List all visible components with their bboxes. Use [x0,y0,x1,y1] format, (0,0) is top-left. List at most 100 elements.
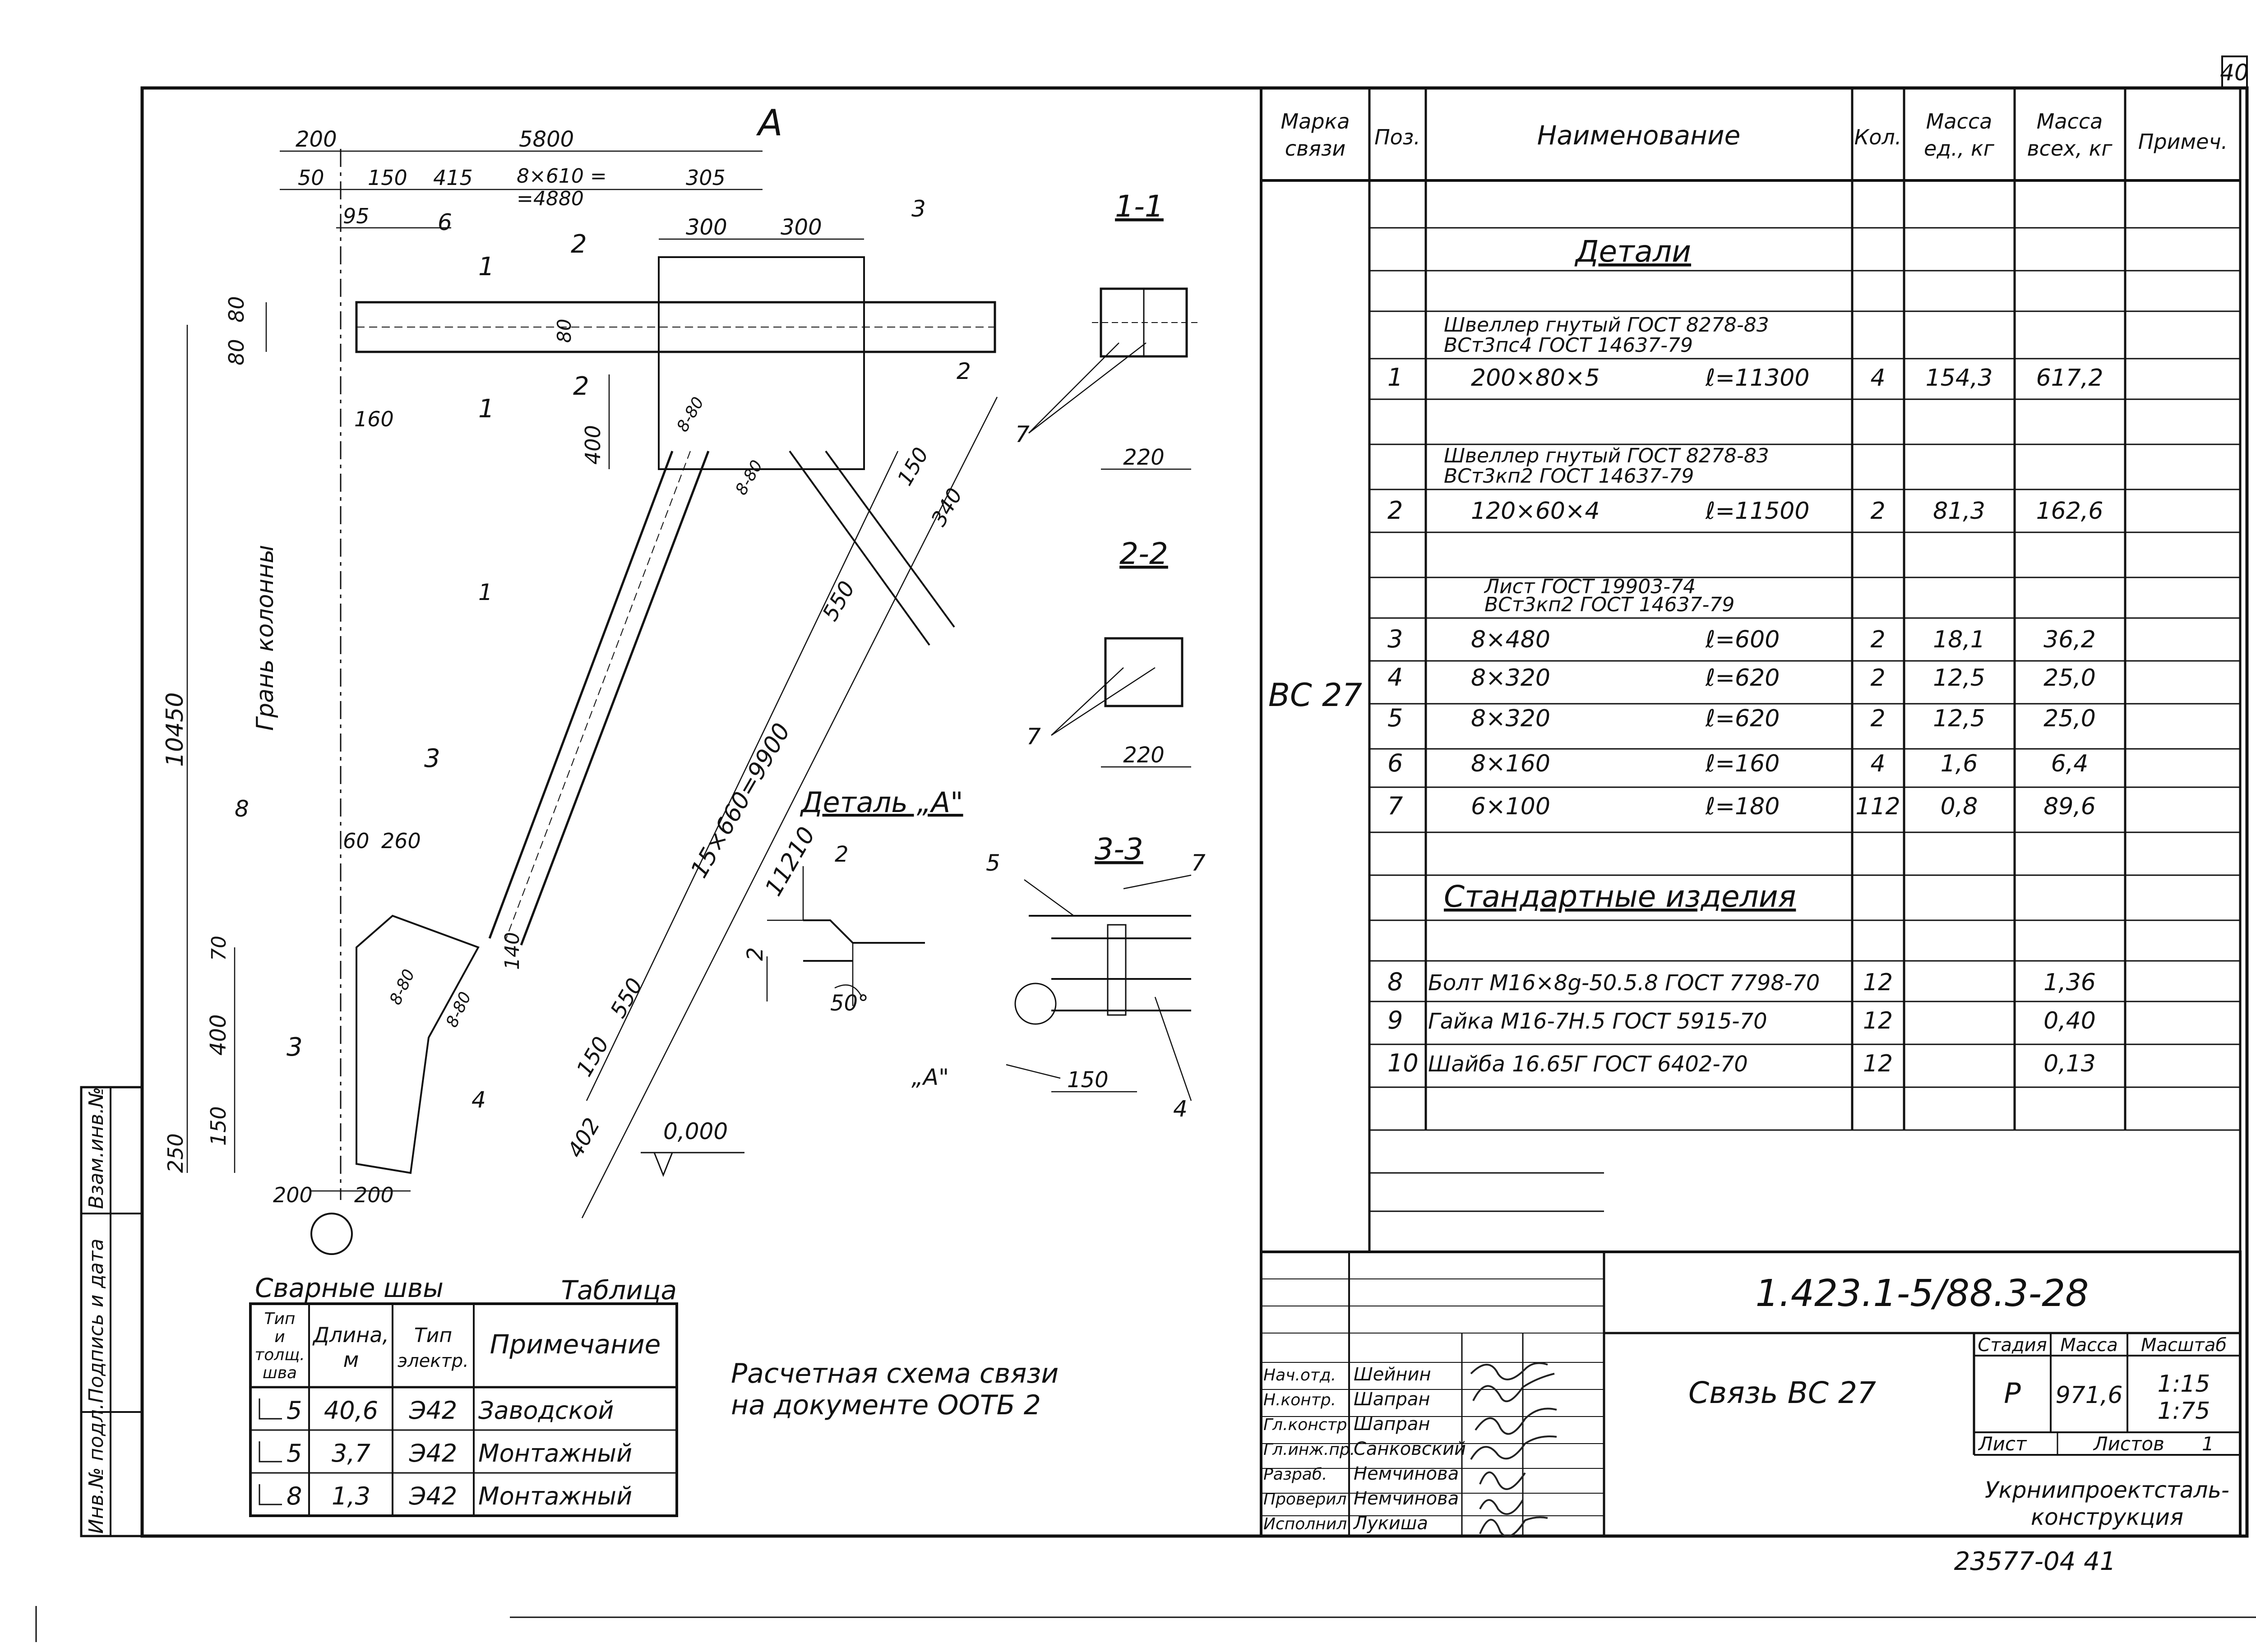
dim-95: 95 [343,204,370,228]
note-line1: Расчетная схема связи [731,1358,1059,1389]
pos-label-5: 5 [986,850,1000,876]
spec-row-qty: 12 [1863,969,1893,996]
cut-mark-1a: 1 [478,252,495,281]
pos-label-7-b: 7 [1026,724,1041,750]
bottom-number: 23577-04 41 [1954,1547,2116,1576]
signature-name: Лукиша [1353,1513,1428,1534]
mass-header: Масса [2060,1335,2118,1356]
section-11-width: 220 [1123,445,1165,470]
section-33-dim: 150 [1067,1067,1109,1093]
side-stamp-inv: Инв.№ подл. [85,1403,108,1534]
section-text: 1-1 2-2 3-3 220 220 7 7 5 7 4 150 „А" Де… [743,189,1206,1122]
cut-mark-2a: 2 [571,230,587,259]
weld-row-note: Заводской [478,1396,614,1425]
dim-250: 250 [163,1133,188,1173]
dim-5800: 5800 [519,127,574,152]
spec-group2-line1: Швеллер гнутый ГОСТ 8278-83 [1444,444,1769,467]
spec-row-len: ℓ=620 [1705,664,1780,692]
dim-11210: 11210 [760,822,821,900]
dim-80-b: 80 [224,339,249,365]
spec-header-name: Наименование [1537,120,1741,151]
pos-label-6: 6 [438,209,452,235]
weld-row-len: 1,3 [332,1482,370,1510]
gusset-bottom [356,914,480,1174]
dim-8-80-b: 8-80 [732,457,766,498]
spec-row-pos: 4 [1387,663,1403,692]
dim-305: 305 [686,166,726,190]
dim-400-left: 400 [206,1014,231,1056]
weld-header-type-1: Тип [264,1310,296,1328]
spec-group2-line2: ВСт3кп2 ГОСТ 14637-79 [1444,465,1694,488]
spec-row-qty: 4 [1870,750,1885,777]
spec-row-unit: 154,3 [1926,365,1993,392]
spec-content: ВС 27 Детали Швеллер гнутый ГОСТ 8278-83… [1268,234,1796,914]
dim-140: 140 [501,932,524,970]
weld-header-note: Примечание [490,1329,661,1360]
dim-60: 60 [343,829,370,853]
spec-row-len: ℓ=600 [1705,626,1780,653]
sheet-label: Лист [1978,1433,2027,1455]
dim-150-left: 150 [206,1106,231,1146]
side-stamp-sign: Подпись и дата [85,1239,108,1403]
dim-150-right: 150 [892,443,934,489]
weld-row-el: Э42 [409,1482,457,1510]
weld-row-type: 5 [287,1396,302,1425]
welds-title-text: Сварные швы [255,1273,444,1303]
signature-rows: Нач.отд.ШейнинН.контр.ШапранГл.констр.Ша… [1263,1364,1466,1534]
pos-label-1: 1 [478,579,493,605]
note-line2: на документе ООТБ 2 [731,1389,1041,1421]
weld-row-note: Монтажный [478,1482,632,1510]
spec-group3-line1: Лист ГОСТ 19903-74 [1484,575,1696,598]
spec-header-total2: всех, кг [2027,136,2113,161]
signature-name: Санковский [1354,1439,1466,1459]
spec-row-unit: 81,3 [1933,498,1985,525]
spec-table [1260,88,2242,1252]
pos-label-4-b: 4 [1173,1096,1188,1122]
spec-row-qty: 112 [1855,793,1900,820]
spec-row-name: 200×80×5 [1471,365,1600,392]
gusset-top [658,256,865,470]
drawing-text: 200 5800 50 150 415 8×610 = =4880 305 95… [162,102,971,1207]
dim-200-bottom-b: 200 [354,1183,394,1207]
spec-row-name: 120×60×4 [1471,498,1600,525]
welds-table-label: Таблица [561,1275,677,1306]
dim-200-top: 200 [296,127,337,152]
detail-a-angle: 50° [830,991,869,1016]
signature-role: Гл.констр. [1263,1416,1352,1434]
spec-row-qty: 12 [1863,1007,1893,1034]
spec-row-name: 8×480 [1471,626,1550,653]
spec-row-total: 89,6 [2043,793,2096,820]
title-block [1260,1251,2242,1537]
cut-mark-1b: 1 [478,394,495,424]
weld-row-type: 5 [287,1439,302,1467]
side-stamp: Инв.№ подл. Подпись и дата Взам.инв.№ [80,1086,143,1537]
spec-row-total: 36,2 [2043,626,2096,653]
pos-label-7-c: 7 [1191,850,1206,876]
signature-role: Н.контр. [1263,1391,1336,1409]
detail-a-dim-side: 2 [743,947,768,961]
drawing-code: 1.423.1-5/88.3-28 [1756,1272,2089,1315]
stage-header: Стадия [1978,1335,2047,1356]
spec-header-mark: Марка [1281,109,1350,134]
weld-row-len: 3,7 [332,1439,370,1467]
spec-group3-line2: ВСт3кп2 ГОСТ 14637-79 [1484,593,1734,616]
spec-row-total: 617,2 [2036,365,2103,392]
weld-header-len-1: Длина, [312,1323,389,1347]
spec-row-qty: 2 [1870,705,1885,732]
signature-name: Шапран [1354,1414,1430,1435]
weld-row-note: Монтажный [478,1439,632,1467]
weld-header-len-2: м [343,1347,359,1372]
welds-title: Сварные швы Таблица [255,1273,677,1306]
spec-standard-title: Стандартные изделия [1444,879,1796,914]
spec-row-pos: 9 [1387,1006,1403,1034]
sheets-count: 1 [2202,1433,2214,1455]
section-views [767,287,1200,1101]
spec-row-name: 6×100 [1471,793,1550,820]
signature-name: Шейнин [1354,1364,1431,1385]
scale-value-2: 1:75 [2158,1398,2210,1425]
weld-row-len: 40,6 [324,1396,378,1425]
spec-header-qty: Кол. [1854,125,1902,149]
spec-row-total: 162,6 [2036,498,2103,525]
spec-row-unit: 1,6 [1941,750,1978,777]
spec-row-len: ℓ=11300 [1705,365,1809,392]
